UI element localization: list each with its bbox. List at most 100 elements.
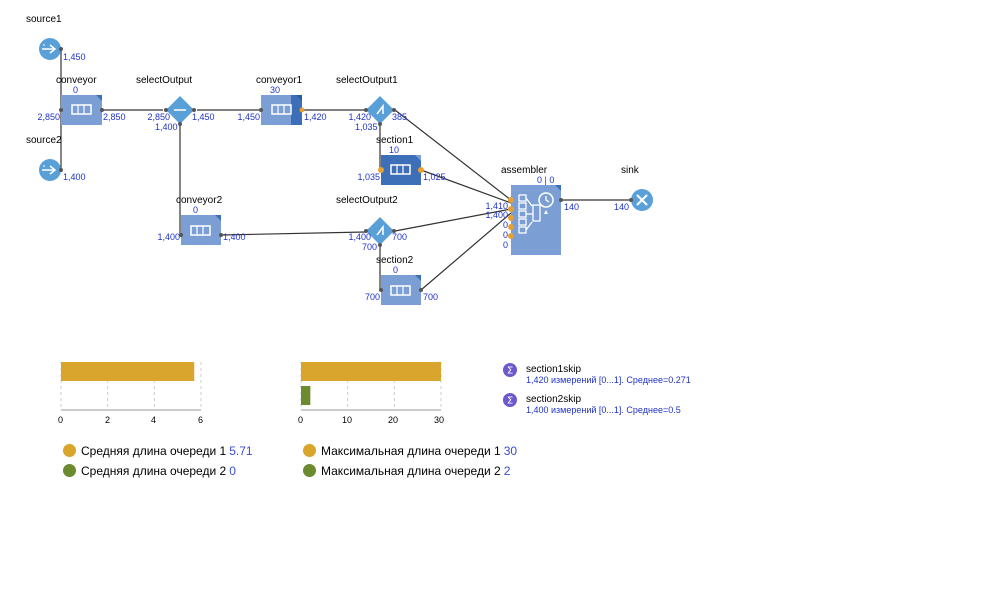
chart1-tick: 2: [105, 415, 111, 425]
assembler-count-top: 0 | 0: [537, 175, 555, 185]
conveyor-count-top: 0: [73, 85, 79, 95]
section1-count-in: 1,035: [357, 172, 380, 182]
selectoutput1-diamond-icon[interactable]: [364, 96, 396, 126]
legend-swatch: [63, 444, 76, 457]
legend-label: Средняя длина очереди 2: [81, 464, 227, 478]
chart2-tick: 0: [298, 415, 304, 425]
chart1-tick: 0: [58, 415, 64, 425]
selectoutput1-count-true: 385: [392, 112, 408, 122]
selectoutput2-count-false: 700: [362, 242, 378, 252]
clock-icon: [538, 192, 554, 208]
source2-label: source2: [26, 135, 62, 146]
selectoutput-count-true: 1,450: [192, 112, 215, 122]
sigma-icon[interactable]: Σ: [503, 393, 517, 407]
conveyor-count-out: 2,850: [103, 112, 126, 122]
conveyor-block-icon[interactable]: [59, 95, 104, 125]
sink-icon[interactable]: [629, 189, 653, 211]
assembler-label: assembler: [501, 165, 548, 176]
section1-block-icon[interactable]: [378, 155, 424, 185]
conveyor2-count-top: 0: [193, 205, 199, 215]
section1-label: section1: [376, 135, 414, 146]
conveyor2-label: conveyor2: [176, 195, 223, 206]
sink-label: sink: [621, 165, 639, 176]
link-section1-assembler: [420, 169, 512, 204]
source1-icon[interactable]: [39, 38, 63, 60]
chart1-tick: 6: [198, 415, 204, 425]
conveyor1-label: conveyor1: [256, 75, 303, 86]
conveyor1-block-icon[interactable]: [259, 95, 305, 125]
chart-avg-queue: [60, 362, 202, 411]
chart-bar: [301, 362, 441, 381]
section2-block-icon[interactable]: [379, 275, 423, 305]
sink-count: 140: [614, 202, 630, 212]
chart2-tick: 20: [388, 415, 399, 425]
sigma-icon[interactable]: Σ: [503, 363, 517, 377]
selectoutput2-count-true: 700: [392, 232, 408, 242]
selectoutput2-count-in: 1,400: [348, 232, 371, 242]
legend-swatch: [63, 464, 76, 477]
selectoutput-count-false: 1,400: [155, 122, 178, 132]
source2-icon[interactable]: [39, 159, 63, 181]
selectoutput1-count-false: 1,035: [355, 122, 378, 132]
section1-count-out: 1,025: [423, 172, 446, 182]
link-conveyor2-selectoutput2: [220, 231, 366, 236]
conveyor1-count-out: 1,420: [304, 112, 327, 122]
legend-label: Максимальная длина очереди 1: [321, 444, 501, 458]
assembler-in2: 1,400: [485, 210, 508, 220]
legend-label: Средняя длина очереди 1: [81, 444, 227, 458]
conveyor-count-in: 2,850: [37, 112, 60, 122]
section2-count-in: 700: [364, 292, 380, 302]
stat-description: 1,420 измерений [0...1]. Среднее=0.271: [526, 375, 691, 385]
legend-value: 2: [503, 464, 511, 478]
conveyor1-count-top: 30: [270, 85, 281, 95]
conveyor2-block-icon[interactable]: [179, 215, 223, 245]
legend-value: 30: [503, 444, 518, 458]
assembler-block-icon[interactable]: [508, 185, 563, 255]
stat-name[interactable]: section1skip: [526, 364, 582, 375]
conveyor2-count-in: 1,400: [157, 232, 180, 242]
conveyor1-count-in: 1,450: [237, 112, 260, 122]
source2-count: 1,400: [63, 172, 86, 182]
chart-bar: [61, 362, 195, 381]
legend-value: 0: [229, 464, 236, 478]
section1-count-top: 10: [389, 145, 400, 155]
chart-max-queue: [300, 362, 442, 411]
assembler-in5: 0: [502, 240, 508, 250]
chart1-tick: 4: [151, 415, 157, 425]
legend-swatch: [303, 444, 316, 457]
svg-text:Σ: Σ: [507, 396, 513, 407]
link-section2-assembler: [420, 212, 512, 291]
chart2-tick: 10: [342, 415, 353, 425]
conveyor-label: conveyor: [56, 75, 97, 86]
flow-links: [60, 49, 631, 291]
chart2-tick: 30: [434, 415, 445, 425]
selectoutput-diamond-icon[interactable]: [164, 96, 196, 126]
link-selectoutput1-assembler: [394, 109, 512, 201]
stat-name[interactable]: section2skip: [526, 394, 582, 405]
section2-label: section2: [376, 255, 414, 266]
source1-count: 1,450: [63, 52, 86, 62]
svg-text:Σ: Σ: [507, 366, 513, 377]
legend-label: Максимальная длина очереди 2: [321, 464, 501, 478]
assembler-in4: 0: [502, 230, 508, 240]
selectoutput1-label: selectOutput1: [336, 75, 398, 86]
selectoutput-count-in: 2,850: [147, 112, 170, 122]
legend-value: 5.71: [229, 444, 253, 458]
legend-swatch: [303, 464, 316, 477]
chart-bar: [301, 386, 311, 405]
source1-label: source1: [26, 14, 62, 25]
section2-count-out: 700: [423, 292, 439, 302]
section2-count-top: 0: [393, 265, 399, 275]
selectoutput-label: selectOutput: [136, 75, 193, 86]
assembler-in3: 0: [502, 220, 508, 230]
link-selectoutput2-assembler: [394, 208, 512, 232]
assembler-count-out: 140: [564, 202, 580, 212]
selectoutput2-diamond-icon[interactable]: [364, 217, 396, 247]
selectoutput2-label: selectOutput2: [336, 195, 398, 206]
assembler-in1: 1,410: [485, 201, 508, 211]
